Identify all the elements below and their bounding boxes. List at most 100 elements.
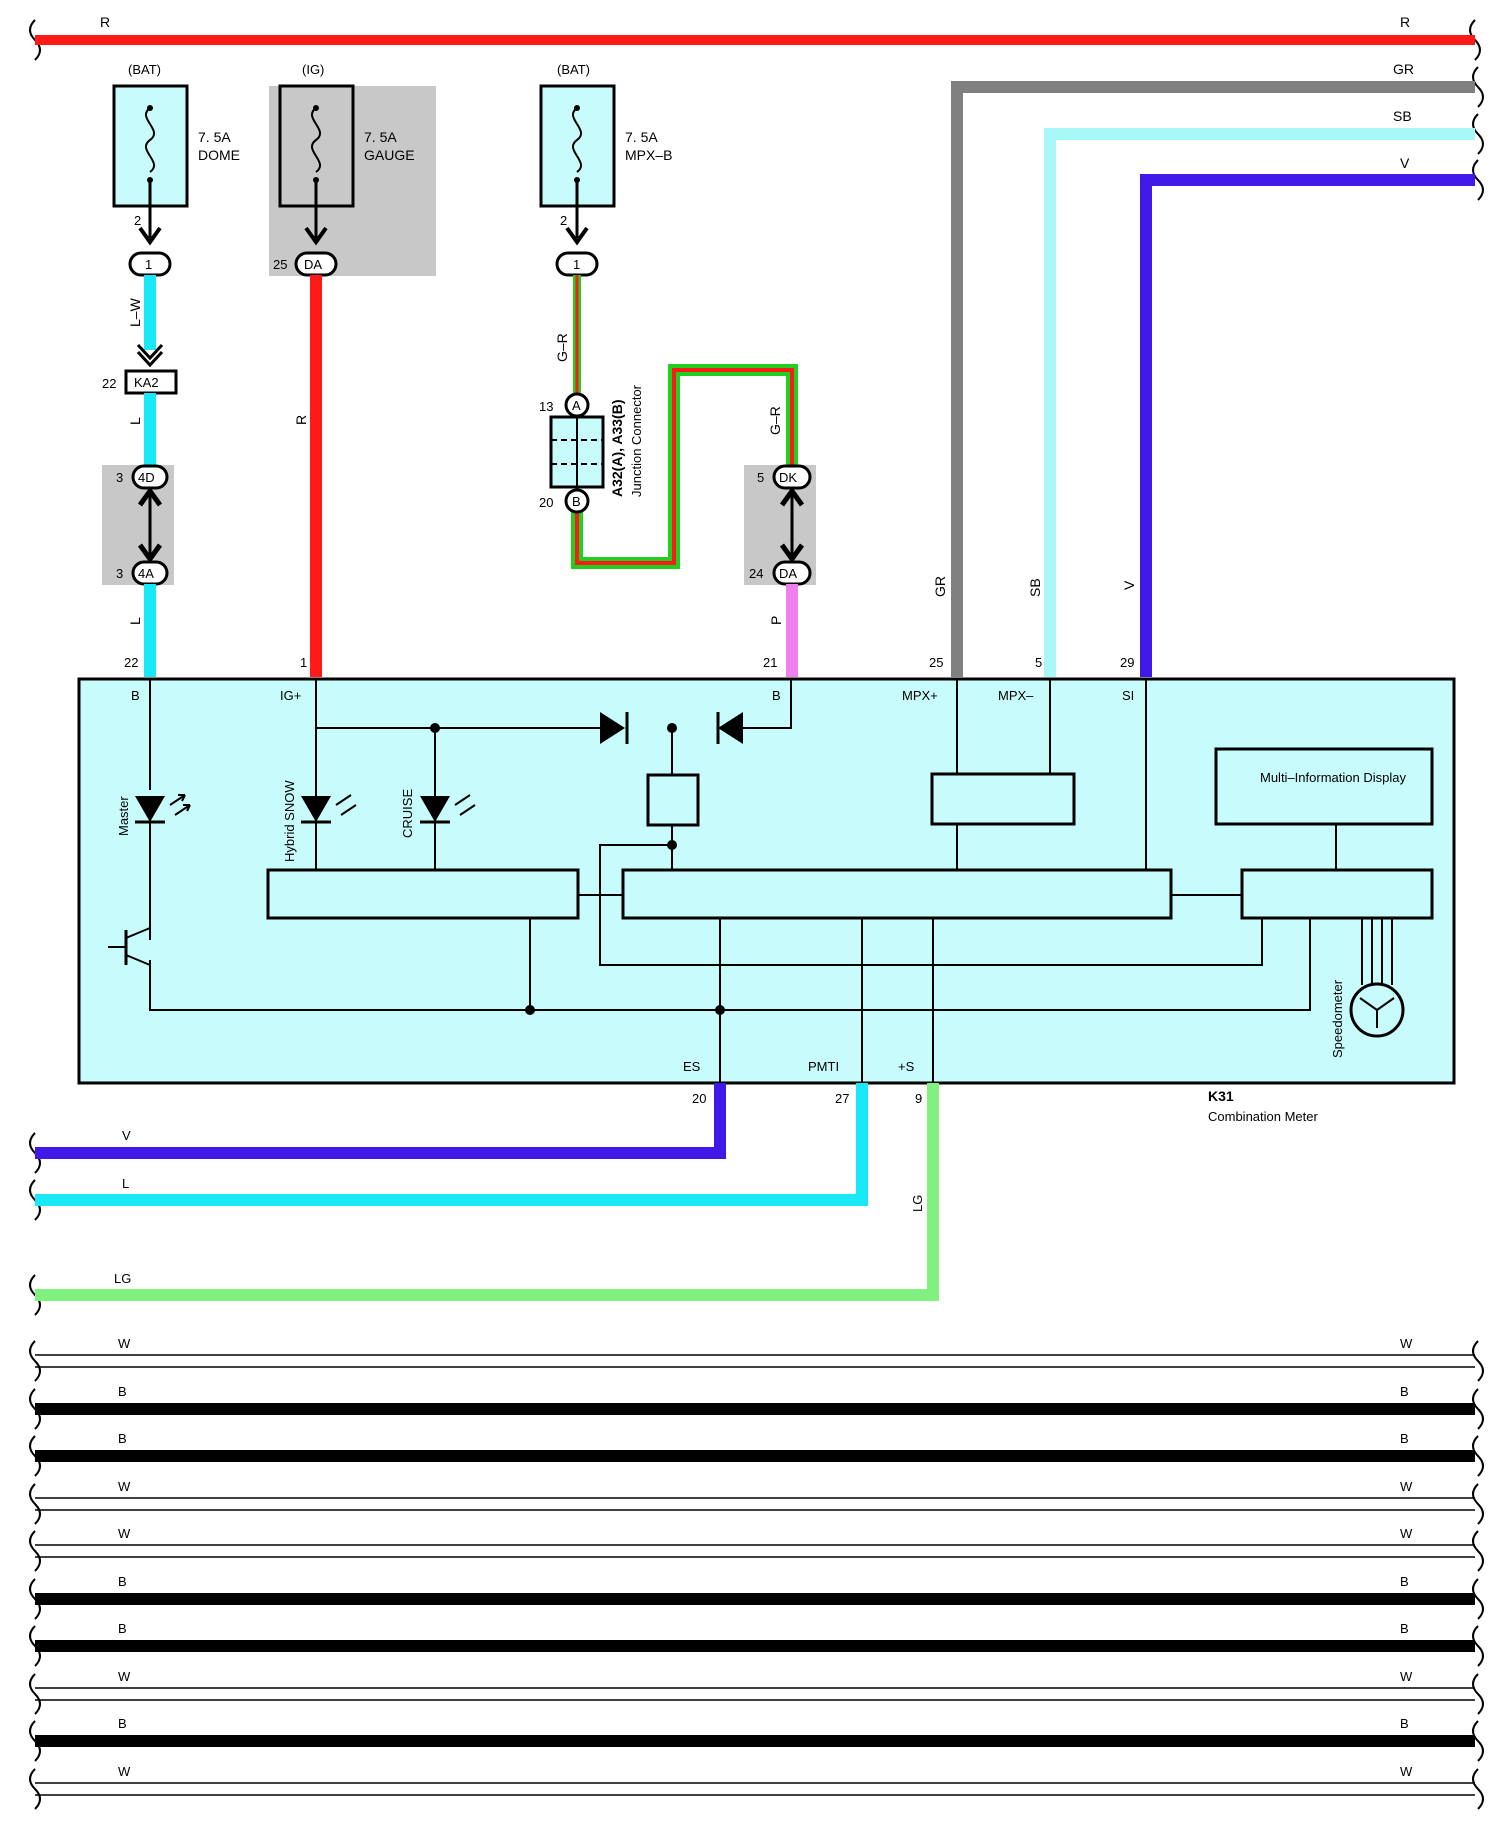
wire-lg-out: LG LG — [29, 1083, 939, 1316]
bus-end-left — [29, 1673, 41, 1715]
pin-mpxp-name: MPX+ — [902, 688, 938, 703]
bus-sb-label: SB — [1393, 108, 1412, 124]
bus-end-right — [1472, 1483, 1484, 1525]
arrow-icon — [304, 226, 328, 246]
diode-icon — [716, 712, 743, 744]
pin-21-num: 21 — [763, 655, 777, 670]
bus-end-right — [1472, 1340, 1484, 1382]
jc-desc: Junction Connector — [629, 384, 644, 497]
junction-connector: 13 A 20 B A32(A), A33(B) Junction Connec… — [539, 384, 644, 514]
dk-pin: 5 — [757, 470, 764, 485]
wire-lg-vlabel: LG — [910, 1195, 925, 1212]
arrow-icon — [138, 226, 162, 246]
fuse-mpx-b: (BAT) 7. 5A MPX–B 2 1 — [539, 62, 672, 277]
bus-label-right: W — [1400, 1336, 1413, 1351]
multi-info-display — [1214, 747, 1434, 826]
wire-l-out: L — [29, 1083, 868, 1221]
bus-end-left — [29, 1530, 41, 1572]
pin-20-num: 20 — [692, 1091, 706, 1106]
control-box-main — [621, 868, 1173, 920]
fuse-mpx-source: (BAT) — [557, 62, 590, 77]
pin-es-name: ES — [683, 1059, 701, 1074]
led-master-label: Master — [116, 796, 131, 836]
bus-end-right — [1472, 1625, 1484, 1667]
bus-end-left — [29, 1768, 41, 1810]
pin-1-num: 1 — [300, 655, 307, 670]
control-box-right — [1240, 868, 1434, 920]
conn-mpx-label: 1 — [573, 257, 580, 272]
jc-b-label: B — [572, 494, 581, 509]
bus-label-right: W — [1400, 1764, 1413, 1779]
pin-9-num: 9 — [915, 1091, 922, 1106]
diode-icon — [600, 712, 629, 744]
meter-name: Combination Meter — [1208, 1109, 1318, 1124]
led-snow-label: Hybrid SNOW — [282, 780, 297, 862]
bus-label-left: W — [118, 1669, 131, 1684]
fuse-icon — [571, 107, 583, 173]
bus-end-right — [1472, 1720, 1484, 1762]
wire-v-out-label: V — [122, 1128, 131, 1143]
pin-b-name: B — [131, 688, 140, 703]
combination-meter: 22 B 1 IG+ 21 B 25 MPX+ 5 MPX– 29 SI — [77, 655, 1456, 1085]
pin-b2-name: B — [772, 688, 781, 703]
fuse-gauge-source: (IG) — [302, 62, 324, 77]
wire-r-label: R — [293, 415, 309, 425]
fuse-mpx-pin: 2 — [560, 213, 567, 228]
bus-label-right: B — [1400, 1384, 1409, 1399]
fuse-icon — [310, 107, 322, 173]
wire-gr-label: GR — [932, 576, 948, 597]
bus-end-right — [1472, 1388, 1484, 1430]
arrow-down-icon — [779, 543, 805, 564]
j4a-pin: 3 — [116, 566, 123, 581]
wire-l-w-label: L–W — [127, 297, 143, 327]
pin-25-num: 25 — [929, 655, 943, 670]
pin-29-num: 29 — [1120, 655, 1134, 670]
led-snow-icon — [301, 794, 357, 824]
bus-label-right: W — [1400, 1479, 1413, 1494]
bus-r: R R — [29, 14, 1481, 61]
conn-dk-label: DK — [779, 470, 797, 485]
conn-da-label: DA — [779, 566, 797, 581]
wire-l-mid-label: L — [127, 417, 143, 425]
bus-end-left — [29, 1340, 41, 1382]
bus-label-right: W — [1400, 1526, 1413, 1541]
bus-label-right: B — [1400, 1716, 1409, 1731]
wire-l-out-label: L — [122, 1176, 129, 1191]
bus-label-right: B — [1400, 1621, 1409, 1636]
jc-b-pin: 20 — [539, 495, 553, 510]
mid-label: Multi–Information Display — [1260, 770, 1406, 785]
fuse-mpx-rating: 7. 5A — [625, 129, 658, 145]
jc-a-pin: 13 — [539, 399, 553, 414]
bus-v: V — [1140, 155, 1484, 677]
pin-mpxm-name: MPX– — [998, 688, 1034, 703]
bus-label-right: B — [1400, 1574, 1409, 1589]
control-box-left — [266, 868, 580, 920]
fuse-gauge-pin: 25 — [273, 257, 287, 272]
conn-4d-label: 4D — [138, 470, 155, 485]
fuse-dome-name: DOME — [198, 147, 240, 163]
bus-r-label-left: R — [100, 14, 110, 30]
wire-sb-label: SB — [1027, 578, 1043, 597]
relay-box — [646, 773, 700, 827]
bus-label-left: W — [118, 1526, 131, 1541]
jc-b-circle — [564, 488, 590, 514]
bus-end-right — [1472, 1673, 1484, 1715]
bus-r-label-right: R — [1400, 14, 1410, 30]
bus-end-right — [1472, 1530, 1484, 1572]
ka2-pin: 22 — [102, 376, 116, 391]
bus-gr-label: GR — [1393, 61, 1414, 77]
wire-g-r — [571, 275, 798, 569]
wire-v-out: V — [29, 1083, 726, 1174]
fuse-icon — [144, 107, 156, 173]
bus-end-right — [1472, 1435, 1484, 1477]
bus-label-left: W — [118, 1764, 131, 1779]
bus-label-left: W — [118, 1479, 131, 1494]
